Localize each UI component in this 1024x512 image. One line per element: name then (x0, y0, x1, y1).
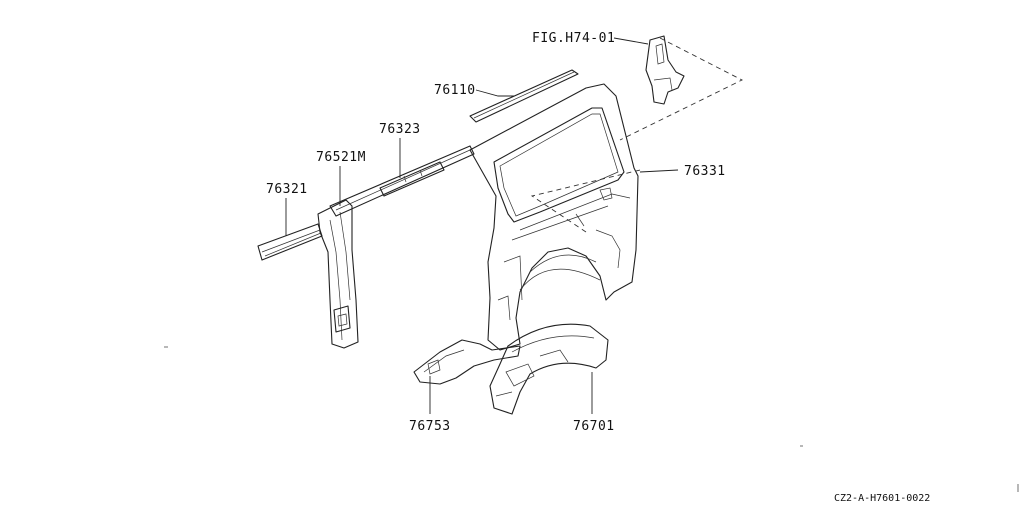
label-fig-ref: FIG.H74-01 (532, 31, 615, 46)
part-76331-panel (469, 83, 639, 351)
part-76110-molding (469, 69, 579, 123)
part-76323-rail (329, 145, 475, 217)
leader-fig-ref (613, 37, 649, 45)
label-76521m: 76521M (316, 150, 366, 165)
leader-76331 (639, 169, 679, 173)
drawing-code: CZ2-A-H7601-0022 (834, 493, 930, 504)
label-76331: 76331 (684, 164, 726, 179)
part-bracket-h74 (645, 35, 685, 105)
ref-dash-line-lower (530, 169, 641, 233)
ref-dash-line-upper (619, 37, 744, 141)
label-76701: 76701 (573, 419, 615, 434)
label-76753: 76753 (409, 419, 451, 434)
part-76753-wheelhouse (413, 339, 521, 385)
label-76110: 76110 (434, 83, 476, 98)
leader-76110 (475, 89, 514, 97)
part-76321-rail (257, 223, 323, 261)
part-76701-liner (489, 323, 609, 415)
label-76323: 76323 (379, 122, 421, 137)
part-76521m-pillar (317, 199, 359, 349)
label-76321: 76321 (266, 182, 308, 197)
